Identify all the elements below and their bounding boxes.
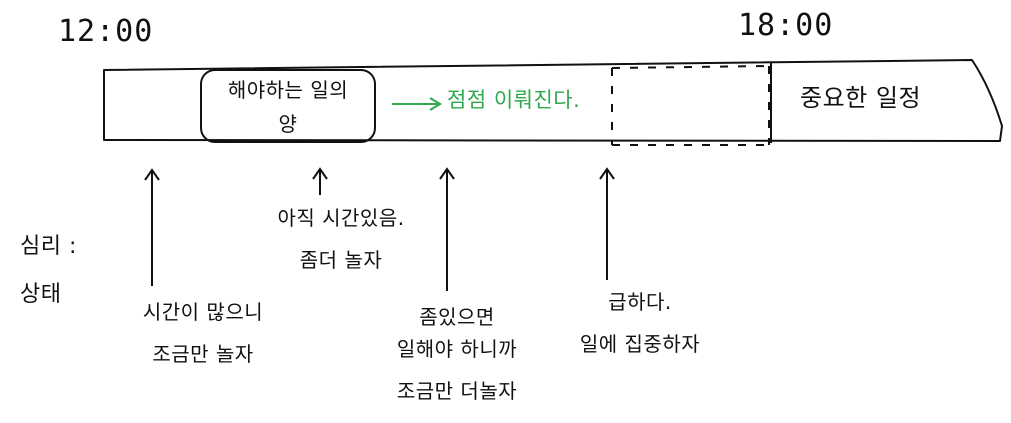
note-3-line-2: 일해야 하니까 bbox=[396, 337, 518, 361]
end-time: 18:00 bbox=[738, 8, 834, 43]
timeline-bar-outline bbox=[103, 59, 1003, 142]
note-1: 시간이 많으니 조금만 놀자 bbox=[128, 300, 278, 366]
task-amount-label: 해야하는 일의 양 bbox=[212, 78, 364, 136]
note-1-line-1: 시간이 많으니 bbox=[142, 300, 264, 324]
start-time: 12:00 bbox=[58, 14, 154, 49]
task-amount-line-1: 해야하는 일의 bbox=[227, 78, 349, 102]
pointer-arrow-2 bbox=[312, 167, 328, 195]
note-2-line-1: 아직 시간있음. bbox=[277, 206, 405, 230]
task-amount-line-2: 양 bbox=[278, 112, 298, 136]
state-label: 심리 : 상태 bbox=[20, 234, 77, 309]
note-1-line-2: 조금만 놀자 bbox=[152, 342, 254, 366]
note-4: 급하다. 일에 집중하자 bbox=[565, 290, 715, 356]
state-label-line-1: 심리 : bbox=[20, 234, 77, 259]
progress-text: 점점 이뤄진다. bbox=[447, 88, 581, 112]
important-schedule-label: 중요한 일정 bbox=[800, 84, 922, 112]
pointer-arrow-1 bbox=[144, 168, 160, 286]
note-3: 좀있으면 일해야 하니까 조금만 더놀자 bbox=[382, 305, 532, 403]
pointer-arrow-4 bbox=[599, 167, 615, 280]
progress-arrow-icon bbox=[392, 97, 442, 111]
note-4-line-1: 급하다. bbox=[608, 290, 672, 314]
note-3-line-1: 좀있으면 bbox=[419, 305, 495, 329]
dashed-segment bbox=[611, 65, 770, 146]
note-2-line-2: 좀더 놀자 bbox=[299, 248, 383, 272]
note-2: 아직 시간있음. 좀더 놀자 bbox=[266, 206, 416, 272]
note-3-line-3: 조금만 더놀자 bbox=[396, 379, 518, 403]
task-amount-box bbox=[200, 69, 376, 143]
state-label-line-2: 상태 bbox=[20, 282, 62, 308]
pointer-arrow-3 bbox=[439, 167, 455, 291]
note-4-line-2: 일에 집중하자 bbox=[579, 332, 701, 356]
